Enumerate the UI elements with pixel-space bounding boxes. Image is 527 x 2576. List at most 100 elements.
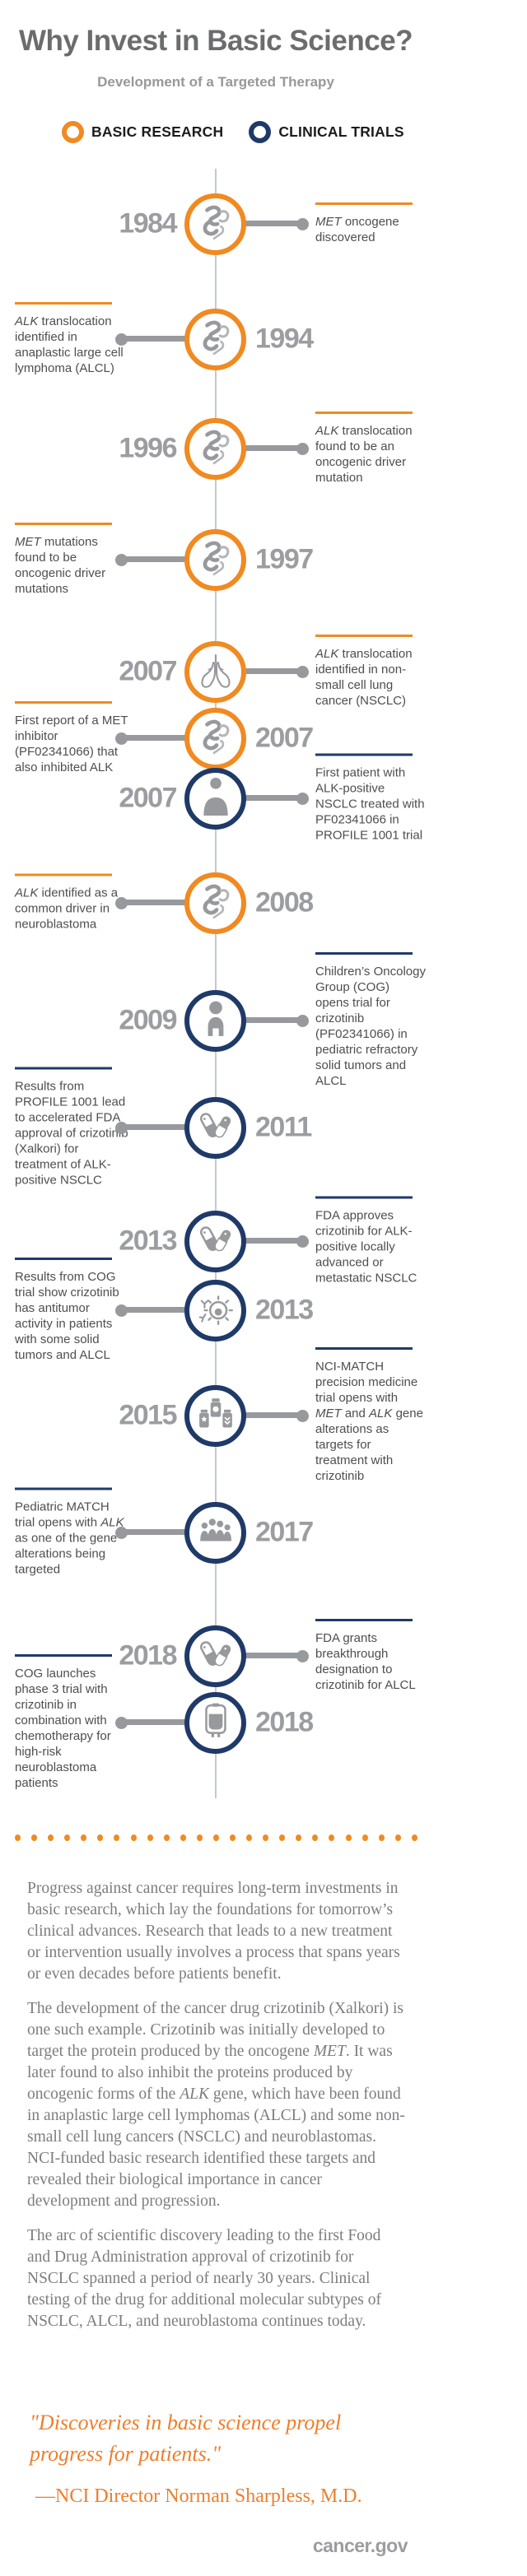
event-accent-bar	[315, 1347, 413, 1350]
connector-dot	[296, 1650, 309, 1662]
event-year: 2009	[119, 1004, 177, 1036]
divider-dot	[130, 1834, 137, 1841]
connector-line	[124, 735, 186, 741]
event-accent-bar	[15, 701, 112, 704]
divider-dot	[147, 1834, 153, 1841]
connector-dot	[115, 1122, 128, 1134]
event-text: ALK translocation identified in non-smal…	[315, 647, 413, 708]
body-text: Progress against cancer requires long-te…	[27, 1878, 408, 2346]
event-text: NCI-MATCH precision medicine trial opens…	[315, 1360, 423, 1483]
paragraph: The development of the cancer drug crizo…	[27, 2000, 405, 2210]
connector-dot	[115, 1717, 128, 1729]
event-icon-circle	[184, 872, 246, 934]
connector-line	[124, 900, 186, 905]
event-icon-circle	[184, 309, 246, 370]
event-text: ALK identified as a common driver in neu…	[15, 886, 119, 932]
connector-dot	[296, 1410, 309, 1422]
event-accent-bar	[15, 1258, 112, 1260]
connector-dot	[296, 218, 309, 230]
event-icon-circle	[184, 1097, 246, 1159]
connector-dot	[115, 333, 128, 346]
event-icon-circle	[184, 641, 246, 703]
pills-icon	[197, 1221, 235, 1262]
quote: "Discoveries in basic science propel pro…	[30, 2411, 342, 2466]
event-icon-circle	[184, 708, 246, 770]
divider-dot	[230, 1834, 236, 1841]
event-text: ALK translocation identified in anaplast…	[15, 314, 124, 375]
event-year: 1997	[255, 543, 314, 575]
divider-dot	[329, 1834, 335, 1841]
people-group-icon	[197, 1512, 235, 1554]
dotted-divider	[15, 1834, 417, 1841]
pills-icon	[197, 1635, 235, 1677]
connector-line	[245, 445, 300, 451]
event-text-block: ALK translocation identified in non-smal…	[315, 635, 426, 709]
event-text: Pediatric MATCH trial opens with ALK as …	[15, 1500, 124, 1577]
event-icon-circle	[184, 1385, 246, 1447]
cancer-gov-wordmark: cancer.gov	[312, 2535, 408, 2556]
event-text-block: Results from PROFILE 1001 lead to accele…	[15, 1067, 128, 1188]
paragraph: The arc of scientific discovery leading …	[27, 2227, 381, 2330]
event-icon-circle	[184, 418, 246, 480]
event-text: Results from COG trial show crizotinib h…	[15, 1270, 119, 1362]
event-year: 2017	[255, 1516, 314, 1548]
event-text-block: MET oncogene discovered	[315, 202, 426, 245]
event-accent-bar	[15, 523, 112, 525]
connector-dot	[115, 897, 128, 909]
connector-line	[124, 1307, 186, 1313]
divider-dot	[411, 1834, 417, 1841]
event-accent-bar	[315, 412, 413, 414]
event-text: FDA grants breakthrough designation to c…	[315, 1631, 416, 1692]
event-text-block: First report of a MET inhibitor (PF02341…	[15, 701, 128, 775]
event-text-block: COG launches phase 3 trial with crizotin…	[15, 1654, 128, 1791]
connector-line	[124, 1719, 186, 1725]
connector-dot	[115, 732, 128, 745]
quote-attribution: —NCI Director Norman Sharpless, M.D.	[35, 2485, 362, 2507]
divider-dot	[378, 1834, 385, 1841]
event-text: Children’s Oncology Group (COG) opens tr…	[315, 965, 426, 1088]
event-text-block: Pediatric MATCH trial opens with ALK as …	[15, 1487, 128, 1578]
event-text: COG launches phase 3 trial with crizotin…	[15, 1667, 111, 1790]
event-year: 1996	[119, 432, 177, 464]
event-accent-bar	[15, 302, 112, 305]
connector-line	[245, 1017, 300, 1023]
divider-dot	[345, 1834, 352, 1841]
event-year: 2015	[119, 1399, 177, 1431]
event-accent-bar	[315, 635, 413, 637]
event-year: 2011	[255, 1111, 312, 1143]
divider-dot	[64, 1834, 71, 1841]
connector-dot	[296, 1015, 309, 1027]
event-text-block: Results from COG trial show crizotinib h…	[15, 1258, 128, 1363]
event-text-block: MET mutations found to be oncogenic driv…	[15, 523, 128, 597]
event-accent-bar	[15, 1654, 112, 1657]
divider-dot	[246, 1834, 253, 1841]
event-text-block: FDA grants breakthrough designation to c…	[315, 1619, 426, 1693]
divider-dot	[196, 1834, 203, 1841]
divider-dot	[31, 1834, 38, 1841]
connector-line	[124, 1124, 186, 1130]
protein-ribbon-icon	[197, 319, 235, 360]
connector-line	[245, 668, 300, 674]
cell-antibodies-icon	[197, 1290, 235, 1332]
event-year: 2013	[119, 1225, 177, 1257]
event-year: 2008	[255, 886, 314, 918]
connector-line	[124, 556, 186, 562]
connector-dot	[296, 1235, 309, 1248]
connector-dot	[115, 1304, 128, 1317]
divider-dot	[81, 1834, 87, 1841]
event-accent-bar	[15, 873, 112, 876]
event-year: 2018	[119, 1639, 177, 1672]
legend-label-clinical-trials: CLINICAL TRIALS	[278, 123, 404, 140]
event-icon-circle	[184, 529, 246, 591]
lungs-icon	[197, 651, 235, 693]
event-text-block: ALK identified as a common driver in neu…	[15, 873, 128, 932]
connector-dot	[296, 793, 309, 805]
medicine-bottles-icon	[197, 1395, 235, 1437]
event-icon-circle	[184, 990, 246, 1052]
event-icon-circle	[184, 1211, 246, 1272]
event-text: MET mutations found to be oncogenic driv…	[15, 535, 106, 596]
event-accent-bar	[315, 1196, 413, 1199]
connector-line	[245, 795, 300, 801]
